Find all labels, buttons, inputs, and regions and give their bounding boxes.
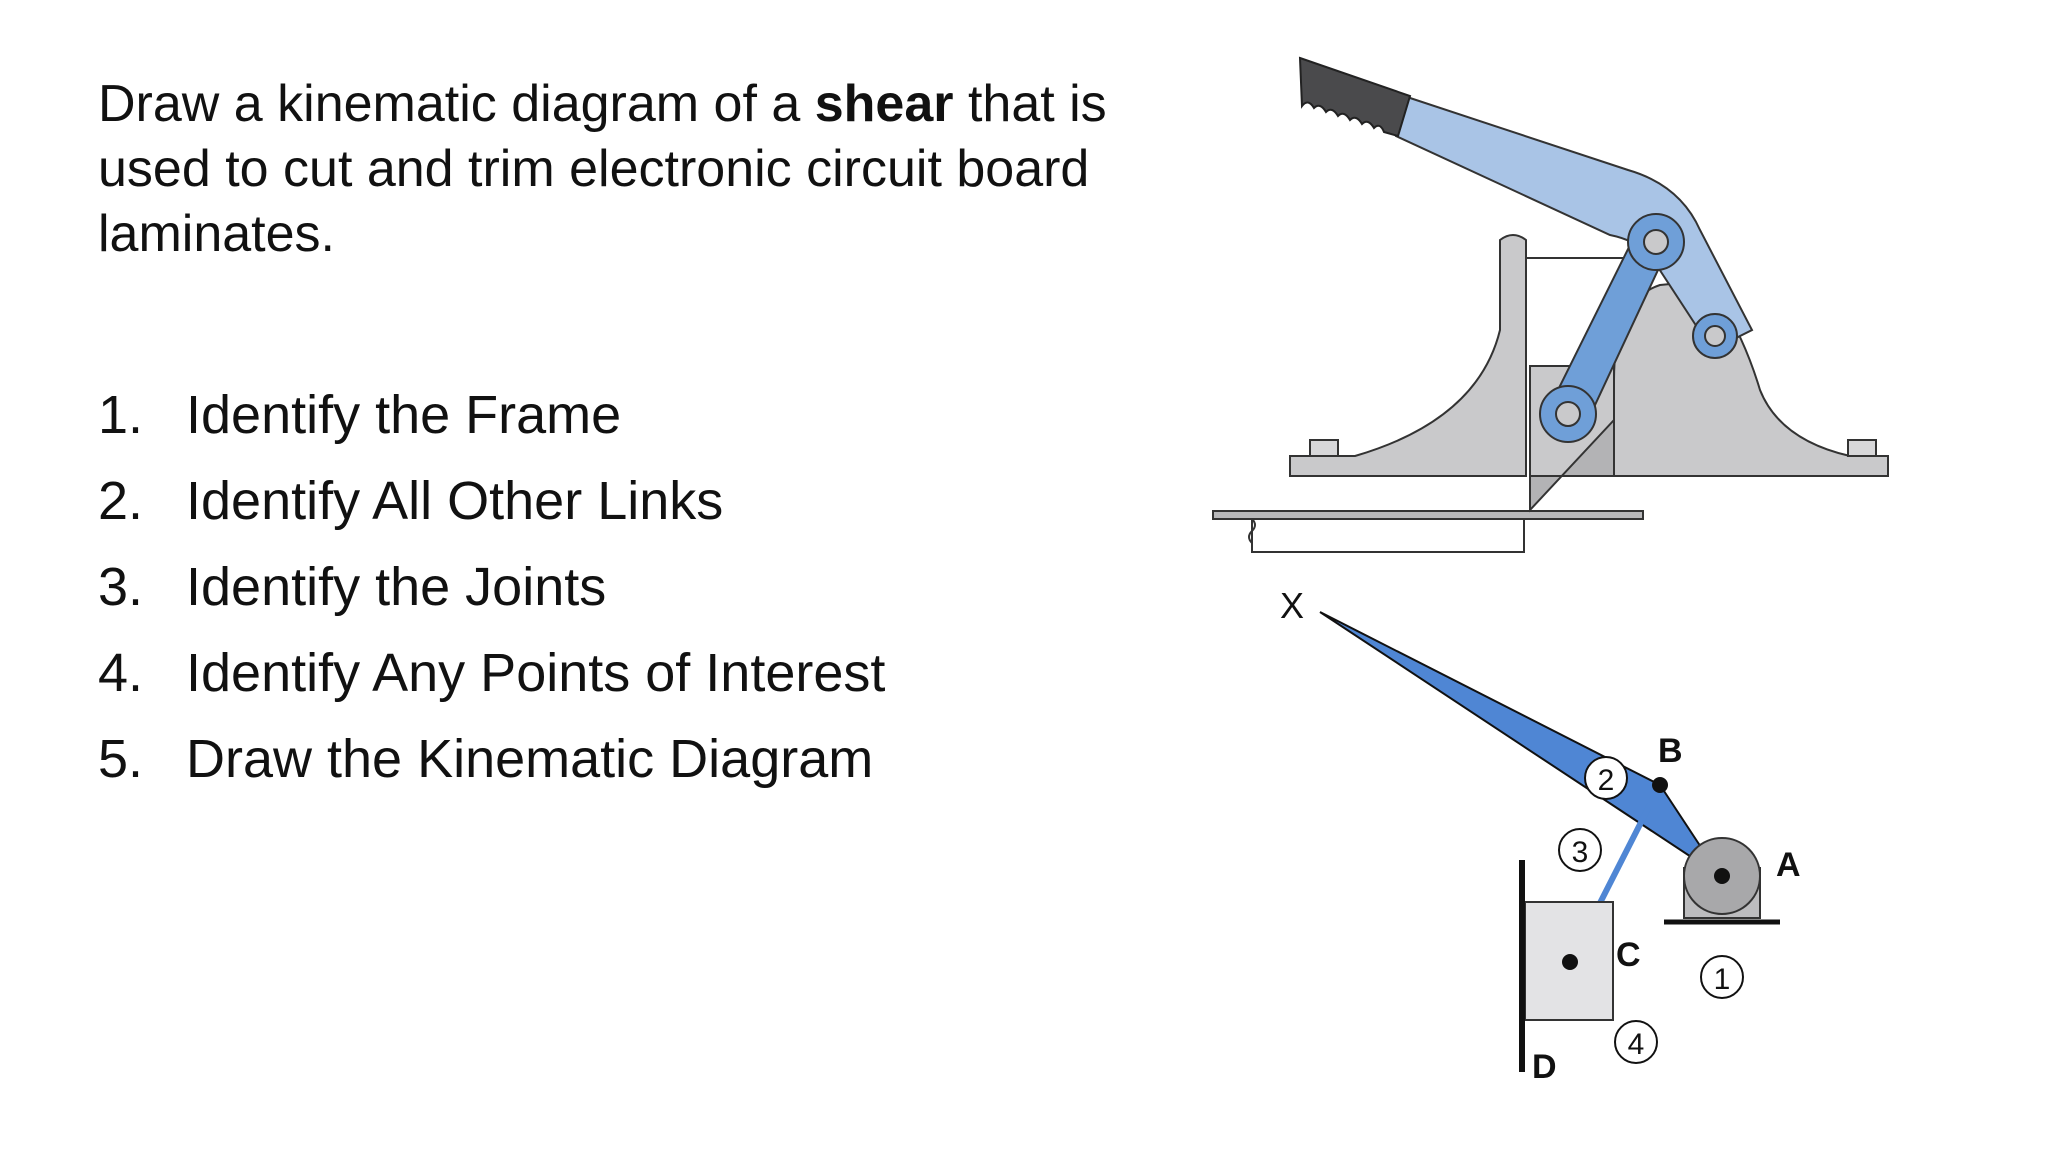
handle-lever — [1394, 94, 1754, 352]
list-item: 4. Identify Any Points of Interest — [98, 630, 885, 716]
list-item: 5. Draw the Kinematic Diagram — [98, 716, 885, 802]
joint-a-dot — [1714, 868, 1730, 884]
step-number: 3. — [98, 557, 144, 617]
problem-statement: Draw a kinematic diagram of a shear that… — [98, 72, 1158, 267]
label-c: C — [1616, 936, 1641, 974]
list-item: 1. Identify the Frame — [98, 372, 885, 458]
list-item: 2. Identify All Other Links — [98, 458, 885, 544]
label-d: D — [1532, 1048, 1557, 1086]
link-4-number: 4 — [1628, 1028, 1645, 1061]
step-number: 5. — [98, 729, 144, 789]
step-text: Identify the Frame — [186, 385, 622, 445]
frame-pin-icon — [1704, 325, 1726, 347]
handle-grip — [1298, 56, 1412, 138]
step-number: 4. — [98, 643, 144, 703]
joint-b-dot — [1652, 777, 1668, 793]
step-text: Identify All Other Links — [186, 471, 724, 531]
left-frame-bracket — [1289, 234, 1527, 477]
right-bolt-icon — [1847, 439, 1877, 457]
label-a: A — [1776, 846, 1801, 884]
left-bolt-icon — [1309, 439, 1339, 457]
step-list: 1. Identify the Frame 2. Identify All Othe… — [98, 372, 885, 802]
step-text: Identify Any Points of Interest — [186, 643, 886, 703]
prompt-text-start: Draw a kinematic diagram of a — [98, 75, 815, 133]
link-4-marker — [1614, 1020, 1658, 1064]
step-number: 1. — [98, 385, 144, 445]
link-3-marker — [1558, 828, 1602, 872]
joint-c-dot — [1562, 954, 1578, 970]
prompt-text-end: that is used to cut and trim electronic … — [98, 75, 1107, 263]
label-b: B — [1658, 732, 1683, 770]
laminate-sheet — [1251, 518, 1525, 553]
blade-edge — [1529, 417, 1615, 513]
label-x: X — [1280, 585, 1304, 626]
kinematic-diagram: X B A C D 2 3 1 4 — [1280, 585, 1801, 1086]
step-text: Identify the Joints — [186, 557, 607, 617]
upper-pin-icon — [1643, 229, 1669, 255]
link-2-number: 2 — [1598, 764, 1615, 797]
prompt-emphasis: shear — [814, 75, 954, 133]
lower-pin-icon — [1555, 401, 1581, 427]
shear-illustration — [1212, 56, 1889, 553]
step-number: 2. — [98, 471, 144, 531]
link-1-number: 1 — [1714, 963, 1731, 996]
right-frame-bracket — [1613, 283, 1889, 477]
link-3-number: 3 — [1572, 836, 1589, 869]
step-text: Draw the Kinematic Diagram — [186, 729, 874, 789]
link-2-marker — [1584, 756, 1628, 800]
break-line — [1248, 518, 1256, 544]
table-plate — [1212, 510, 1644, 520]
link-1-marker — [1700, 955, 1744, 999]
list-item: 3. Identify the Joints — [98, 544, 885, 630]
link-2-triangle — [1319, 611, 1721, 877]
